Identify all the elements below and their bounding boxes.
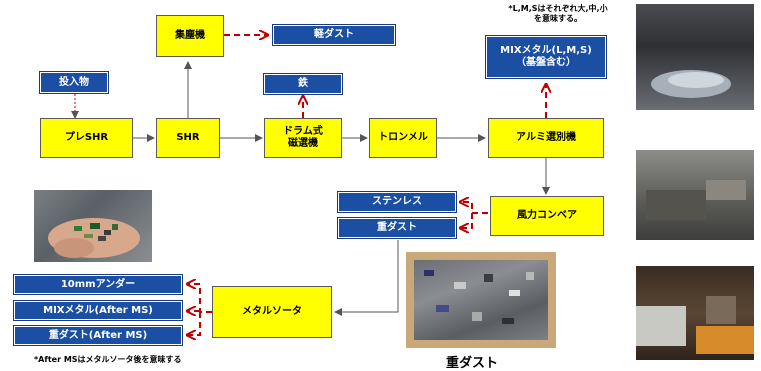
- shr-label: SHR: [176, 132, 200, 143]
- arrow-wind-heavydust: [460, 213, 473, 228]
- pre-shr-label: プレSHR: [64, 132, 109, 143]
- heavy-dust-caption-text: 重ダスト: [446, 356, 499, 371]
- heavy-dust-box: 重ダスト: [337, 217, 457, 239]
- machine-photo-top: [636, 4, 754, 110]
- iron-label: 鉄: [298, 78, 308, 89]
- stainless-label: ステンレス: [372, 196, 422, 207]
- stainless-box: ステンレス: [337, 191, 457, 213]
- input-box: 投入物: [39, 71, 109, 94]
- drum-magnet-box: ドラム式 磁選機: [264, 118, 342, 158]
- machine-photo-top-image: [651, 70, 731, 98]
- shr-box: SHR: [156, 118, 220, 158]
- wind-conveyor-box: 風力コンベア: [490, 196, 604, 236]
- pre-shr-box: プレSHR: [40, 118, 133, 158]
- under-10mm-box: 10mmアンダー: [13, 274, 183, 295]
- light-dust-label: 軽ダスト: [314, 29, 354, 40]
- machine-photo-middle: [636, 150, 754, 240]
- heavy-dust-caption: 重ダスト: [446, 352, 498, 371]
- hand-scrap-image: [48, 218, 140, 258]
- trommel-label: トロンメル: [378, 132, 428, 143]
- input-label: 投入物: [59, 76, 89, 88]
- heavy-dust-image: [424, 270, 534, 324]
- wind-conveyor-label: 風力コンベア: [517, 210, 577, 221]
- mix-metal-after-box: MIXメタル(After MS): [13, 300, 183, 321]
- mix-metal-label-line1: MIXメタル(L,M,S): [500, 45, 592, 56]
- trommel-box: トロンメル: [369, 118, 437, 158]
- aluminum-sorter-label: アルミ選別機: [516, 132, 576, 143]
- arrow-heavydust-metalsorter: [334, 240, 399, 316]
- aluminum-sorter-box: アルミ選別機: [488, 118, 604, 158]
- lms-note-line2: を意味する。: [534, 14, 582, 23]
- heavy-dust-after-box: 重ダスト(After MS): [13, 325, 183, 346]
- arrow-ms-heavyafter: [187, 312, 201, 335]
- arrow-wind-stainless: [460, 202, 488, 214]
- under-10mm-label: 10mmアンダー: [60, 278, 136, 290]
- heavy-dust-after-label: 重ダスト(After MS): [48, 329, 148, 341]
- dust-collector-box: 集塵機: [156, 15, 224, 57]
- lms-note-line1: *L,M,Sはそれぞれ大,中,小: [508, 4, 608, 13]
- metal-sorter-box: メタルソータ: [212, 286, 332, 338]
- machine-photo-bottom-image: [636, 296, 754, 354]
- dust-collector-label: 集塵機: [175, 30, 205, 41]
- mix-metal-label-line2: （基盤含む）: [516, 57, 576, 68]
- drum-magnet-label-line2: 磁選機: [288, 138, 318, 149]
- drum-magnet-label-line1: ドラム式: [283, 126, 323, 137]
- lms-note: *L,M,Sはそれぞれ大,中,小 を意味する。: [488, 4, 628, 24]
- mix-metal-after-label: MIXメタル(After MS): [43, 304, 153, 316]
- heavy-dust-pile: [414, 260, 548, 340]
- hand-scrap-photo: [34, 190, 152, 262]
- arrow-ms-10mm: [187, 284, 212, 313]
- machine-photo-middle-image: [646, 180, 746, 220]
- machine-photo-bottom: [636, 266, 754, 360]
- heavy-dust-photo: [406, 252, 556, 348]
- after-ms-note: *After MSはメタルソータ後を意味する: [34, 355, 182, 365]
- mix-metal-box: MIXメタル(L,M,S) （基盤含む）: [485, 35, 607, 79]
- metal-sorter-label: メタルソータ: [242, 306, 302, 317]
- iron-box: 鉄: [263, 73, 343, 95]
- heavy-dust-label: 重ダスト: [377, 222, 417, 233]
- after-ms-note-text: *After MSはメタルソータ後を意味する: [34, 355, 182, 364]
- light-dust-box: 軽ダスト: [272, 24, 396, 46]
